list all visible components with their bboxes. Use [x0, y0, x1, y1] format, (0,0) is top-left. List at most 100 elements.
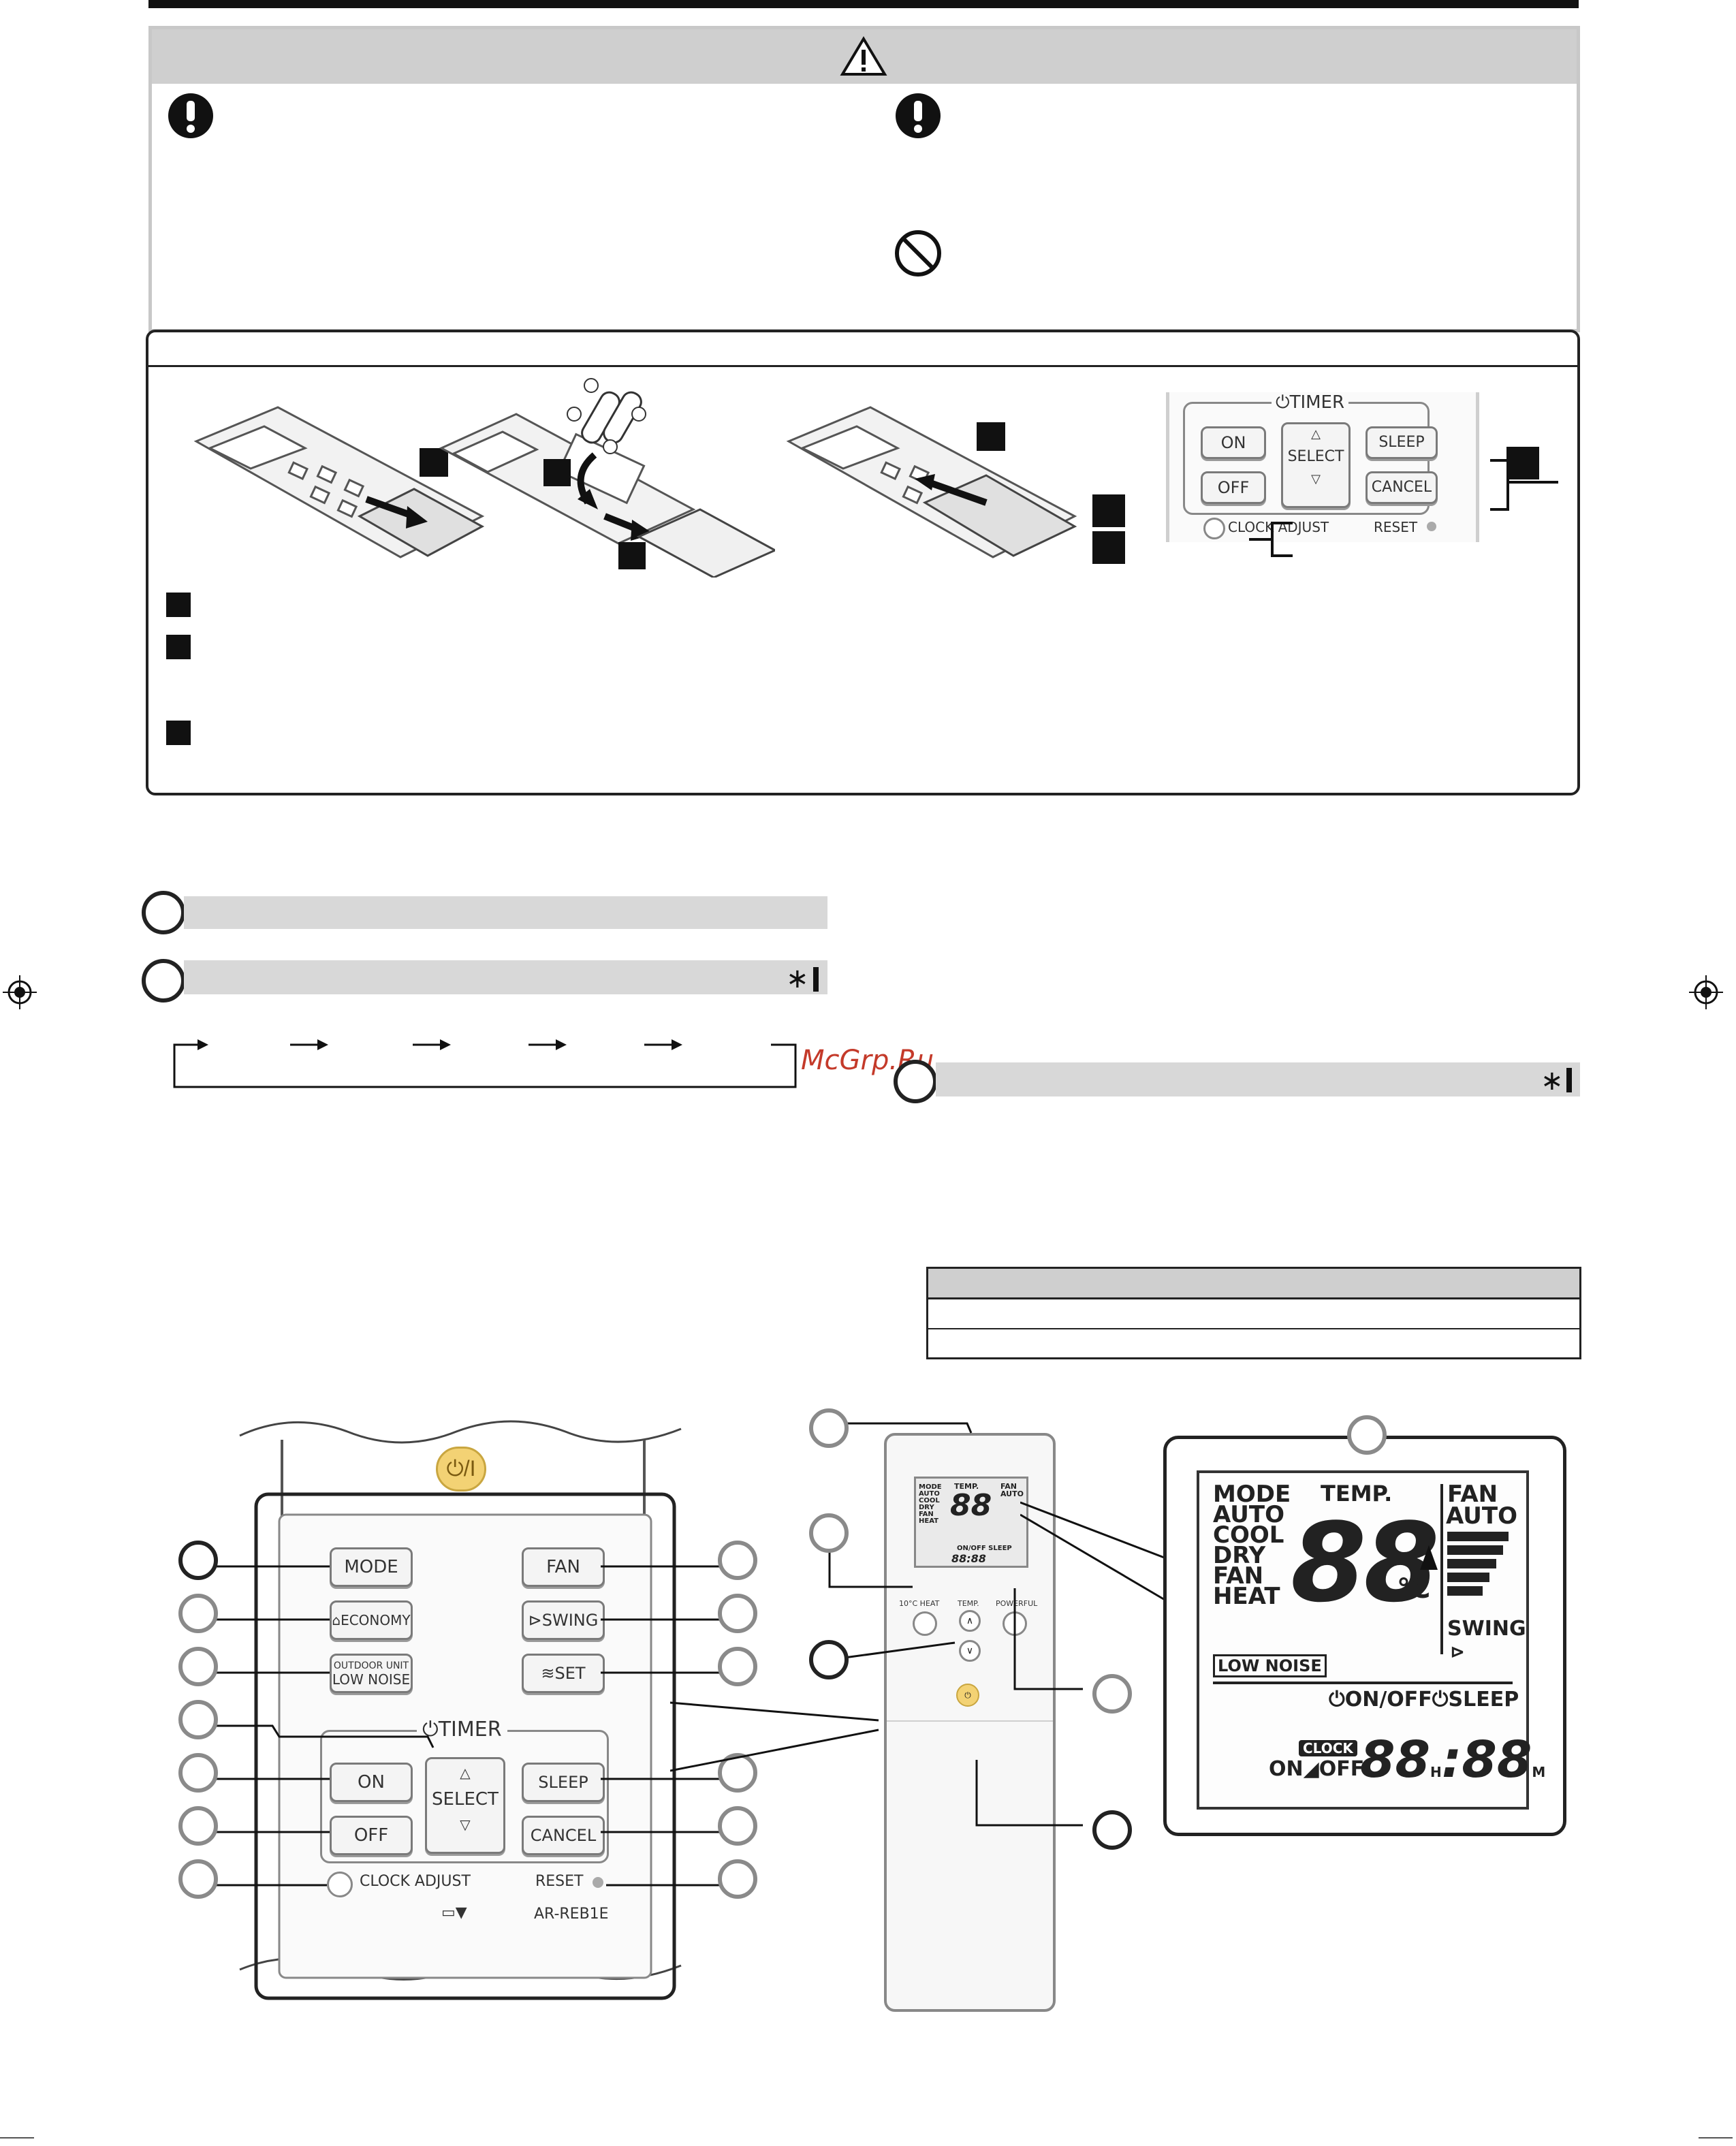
section-heading-bar	[184, 960, 827, 994]
mini-clock: 88:88	[951, 1552, 986, 1565]
lcd-divider	[1213, 1682, 1513, 1684]
asterisk-icon: ∗	[1541, 1065, 1564, 1096]
callout-marker	[178, 1700, 218, 1739]
callout-marker	[718, 1594, 757, 1633]
step-bullet	[166, 593, 191, 617]
fan-label: FAN	[1447, 1481, 1498, 1508]
clock-adjust-button[interactable]	[1203, 518, 1225, 539]
temp-unit: °C	[1397, 1573, 1431, 1605]
registration-mark-icon	[1689, 975, 1723, 1009]
step-bullet	[166, 635, 191, 659]
mini-onoff: ON/OFF SLEEP	[957, 1545, 1012, 1552]
callout-marker	[1092, 1674, 1132, 1714]
down-arrow-icon: ▽	[460, 1816, 471, 1833]
battery-insert-illustration	[439, 378, 775, 578]
temp-up-button[interactable]: ∧	[959, 1610, 981, 1632]
temp-label: TEMP.	[958, 1599, 979, 1608]
timer-off-button[interactable]: OFF	[330, 1816, 413, 1855]
callout-marker	[178, 1753, 218, 1793]
powerful-label: POWERFUL	[996, 1599, 1038, 1608]
heat-button[interactable]	[913, 1611, 937, 1636]
remote-cover-open-illustration	[193, 406, 485, 558]
timer-on-button[interactable]: ON	[1201, 426, 1266, 459]
timer-sleep-button[interactable]: SLEEP	[1366, 426, 1438, 459]
timer-clock-icon: ⏻	[1432, 1688, 1449, 1711]
callout-marker	[1347, 1415, 1387, 1455]
warning-header	[152, 29, 1577, 84]
timer-cancel-button[interactable]: CANCEL	[1366, 471, 1438, 504]
battery-panel: ⏻TIMER ON OFF △ SELECT ▽ SLEEP CANCEL CL…	[146, 330, 1580, 795]
power-button-small[interactable]: ⏻	[956, 1684, 979, 1707]
callout-marker	[718, 1806, 757, 1846]
timer-on-button[interactable]: ON	[330, 1763, 413, 1802]
reset-button[interactable]	[593, 1877, 603, 1888]
info-table	[926, 1267, 1581, 1359]
clock-badge: CLOCK	[1299, 1740, 1357, 1756]
callout-marker	[718, 1541, 757, 1580]
select-label: SELECT	[1287, 448, 1344, 465]
swing-label: SWING	[1447, 1617, 1526, 1641]
step-marker	[1506, 447, 1539, 479]
fan-divider	[1440, 1484, 1443, 1654]
section-heading-bar	[936, 1062, 1580, 1096]
timer-status: ⏻ON/OFF⏻SLEEP	[1329, 1688, 1519, 1711]
crop-mark	[1699, 2137, 1733, 2139]
low-noise-button[interactable]: OUTDOOR UNIT LOW NOISE	[330, 1654, 413, 1693]
swing-icon: ⊳	[528, 1611, 542, 1630]
fan-auto-label: AUTO	[1446, 1502, 1517, 1530]
top-rule	[148, 0, 1579, 8]
callout-marker	[178, 1859, 218, 1899]
swing-button[interactable]: ⊳SWING	[522, 1600, 605, 1640]
zoom-lines	[1020, 1501, 1167, 1602]
remote-cover-close-illustration	[786, 406, 1077, 558]
swing-icon: ⊳	[1450, 1642, 1465, 1662]
timer-cancel-button[interactable]: CANCEL	[522, 1816, 605, 1855]
clock-adjust-button[interactable]	[327, 1872, 353, 1897]
step-marker	[1092, 494, 1125, 527]
battery-header-rule	[148, 365, 1577, 367]
callout-marker	[178, 1541, 218, 1580]
timer-title: ⏻TIMER	[417, 1718, 507, 1741]
up-arrow-icon: △	[1311, 427, 1321, 441]
section-heading-bar	[184, 896, 827, 929]
mini-temp-label: TEMP.	[954, 1482, 979, 1491]
timer-select-button[interactable]: △ SELECT ▽	[1281, 422, 1351, 508]
timer-sleep-button[interactable]: SLEEP	[522, 1763, 605, 1802]
callout-marker	[718, 1859, 757, 1899]
callout-marker	[178, 1806, 218, 1846]
outdoor-unit-label: OUTDOOR UNIT	[333, 1660, 409, 1671]
section-marker	[142, 891, 185, 934]
timer-closeup: ⏻TIMER ON OFF △ SELECT ▽ SLEEP CANCEL CL…	[1166, 392, 1479, 542]
clock-digits: 88H:88M	[1360, 1731, 1546, 1789]
callout-marker	[178, 1647, 218, 1686]
clock-adjust-label: CLOCK ADJUST	[360, 1873, 471, 1890]
marker-bar	[813, 967, 819, 992]
mode-button[interactable]: MODE	[330, 1547, 413, 1587]
economy-button[interactable]: ⌂ECONOMY	[330, 1600, 413, 1640]
reset-button[interactable]	[1427, 522, 1436, 531]
set-button[interactable]: ≋SET	[522, 1654, 605, 1693]
timer-clock-icon: ⏻	[1329, 1688, 1345, 1711]
temp-up-triangle-icon	[1420, 1545, 1438, 1570]
step-bullet	[166, 721, 191, 745]
power-button[interactable]: ⏻/I	[436, 1447, 486, 1492]
callout-marker	[809, 1408, 849, 1448]
fan-speed-bars	[1447, 1532, 1509, 1600]
arrow-icon: ◢	[1303, 1757, 1319, 1781]
mini-temp-digits: 88	[950, 1488, 992, 1523]
asterisk-icon: ∗	[786, 963, 809, 994]
timer-title: ⏻TIMER	[1272, 392, 1349, 413]
section-marker	[142, 959, 185, 1003]
mandatory-icon	[896, 93, 941, 138]
set-icon: ≋	[541, 1664, 555, 1683]
step-marker	[1092, 531, 1125, 564]
timer-off-button[interactable]: OFF	[1201, 471, 1266, 504]
temp-down-button[interactable]: ∨	[959, 1640, 981, 1662]
timer-select-button[interactable]: △ SELECT ▽	[425, 1757, 505, 1854]
registration-mark-icon	[3, 975, 37, 1009]
callout-marker	[809, 1640, 849, 1679]
mandatory-icon	[168, 93, 213, 138]
